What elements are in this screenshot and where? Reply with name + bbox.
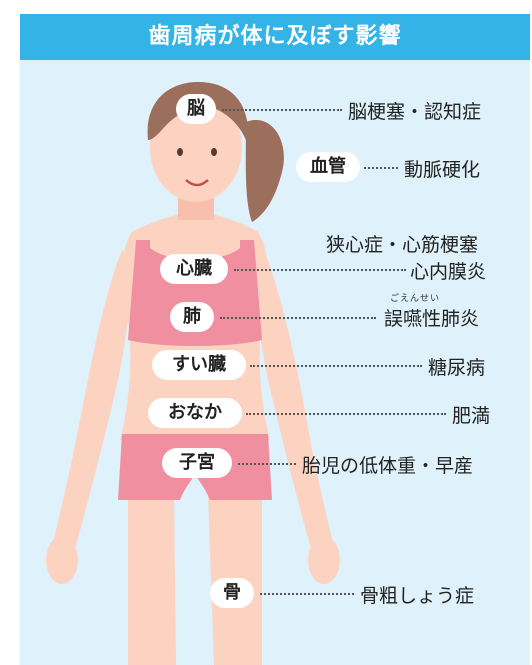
leader-line-pancreas xyxy=(250,365,422,367)
organ-label-pancreas: すい臓 xyxy=(152,350,246,380)
effect-label-brain: 脳梗塞・認知症 xyxy=(348,101,482,123)
page-title: 歯周病が体に及ぼす影響 xyxy=(20,14,530,60)
leader-line-brain xyxy=(222,109,342,111)
effect-label-heart-2: 心内膜炎 xyxy=(410,261,487,283)
organ-label-blood-vessel: 血管 xyxy=(296,152,360,182)
effect-label-bone: 骨粗しょう症 xyxy=(360,585,475,607)
effect-label-lung: 誤嚥性肺炎 xyxy=(384,308,480,330)
organ-label-lung: 肺 xyxy=(170,302,214,332)
leader-line-uterus xyxy=(238,463,296,465)
effect-label-uterus: 胎児の低体重・早産 xyxy=(302,455,474,477)
leader-line-stomach xyxy=(246,413,446,415)
organ-label-bone: 骨 xyxy=(210,578,254,608)
effect-label-pancreas: 糖尿病 xyxy=(428,357,486,379)
effect-label-stomach: 肥満 xyxy=(452,405,491,427)
leader-line-lung xyxy=(220,317,376,319)
organ-label-heart: 心臓 xyxy=(160,254,228,284)
leader-line-heart xyxy=(234,269,406,271)
effect-label-blood-vessel: 動脈硬化 xyxy=(404,159,481,181)
leader-line-bone xyxy=(260,593,354,595)
organ-label-brain: 脳 xyxy=(176,94,216,124)
leader-line-blood-vessel xyxy=(364,167,398,169)
organ-label-stomach: おなか xyxy=(148,398,242,428)
effect-label-heart-1: 狭心症・心筋梗塞 xyxy=(326,234,479,256)
effect-ruby-lung: ごえんせい xyxy=(390,294,441,304)
organ-label-uterus: 子宮 xyxy=(162,448,232,478)
